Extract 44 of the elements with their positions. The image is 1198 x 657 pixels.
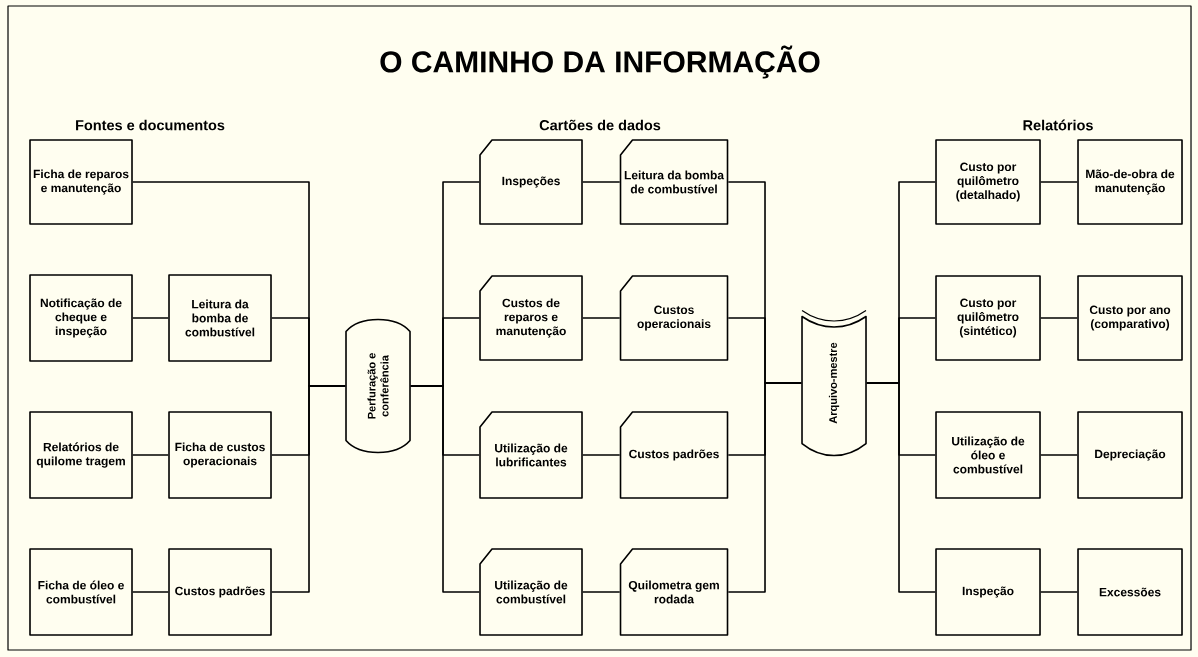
connector-line <box>132 317 169 319</box>
column-heading: Relatórios <box>1023 119 1093 131</box>
document-box: Relatórios de quilome tragem <box>29 411 133 499</box>
document-box: Utilização de óleo e combustível <box>935 411 1041 499</box>
punched-card: Utilização de combustível <box>479 548 583 636</box>
document-box: Notificação de cheque e inspeção <box>29 274 133 362</box>
connector-line <box>1040 454 1078 456</box>
document-box: Ficha de custos operacionais <box>168 411 272 499</box>
punched-card: Utilização de lubrificantes <box>479 411 583 499</box>
punched-card: Inspeções <box>479 139 583 225</box>
title: O CAMINHO DA INFORMAÇÃO <box>380 45 820 79</box>
connector-line <box>410 385 480 593</box>
connector-line <box>582 317 621 319</box>
punched-card: Custos padrões <box>619 411 729 499</box>
document-box: Custos padrões <box>168 548 272 636</box>
connector-line <box>1040 317 1078 319</box>
document-box: Ficha de reparos e manutenção <box>29 139 133 225</box>
document-box: Excessões <box>1077 548 1183 636</box>
punched-card: Custos operacionais <box>619 275 729 361</box>
connector-line <box>866 382 936 593</box>
connector-line <box>271 385 346 593</box>
document-box: Custo por quilômetro (sintético) <box>935 275 1041 361</box>
document-box: Custo por ano (comparativo) <box>1077 275 1183 361</box>
document-box: Custo por quilômetro (detalhado) <box>935 139 1041 225</box>
punched-card: Custos de reparos e manutenção <box>479 275 583 361</box>
document-box: Leitura da bomba de combustível <box>168 274 272 362</box>
connector-line <box>582 454 621 456</box>
connector-line <box>582 591 621 593</box>
connector-line <box>727 382 802 593</box>
connector-line <box>1040 181 1078 183</box>
punched-card: Leitura da bomba de combustível <box>619 139 729 225</box>
connector-line <box>132 454 169 456</box>
document-box: Inspeção <box>935 548 1041 636</box>
master-file-drum: Arquivo-mestre <box>801 309 867 457</box>
process-terminal: Perfuração e conferência <box>345 318 411 454</box>
column-heading: Cartões de dados <box>539 119 661 131</box>
document-box: Ficha de óleo e combustível <box>29 548 133 636</box>
document-box: Depreciação <box>1077 411 1183 499</box>
column-heading: Fontes e documentos <box>76 119 225 131</box>
document-box: Mão-de-obra de manutenção <box>1077 139 1183 225</box>
connector-line <box>132 591 169 593</box>
punched-card: Quilometra gem rodada <box>619 548 729 636</box>
connector-line <box>582 181 621 183</box>
connector-line <box>1040 591 1078 593</box>
